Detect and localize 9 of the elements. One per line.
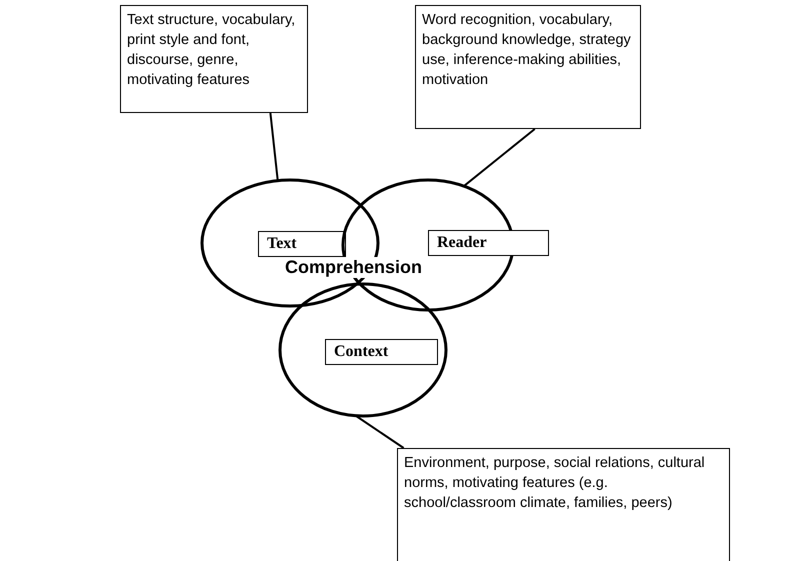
circle-label: Text [258,231,346,257]
description-box: Word recognition, vocabulary, background knowledge, strategy use, inference-making abilities, motivation [415,5,641,129]
leader-line [269,112,279,181]
leader-line [355,414,404,449]
description-box: Text structure, vocabulary, print style and font, discourse, genre, motivating features [120,5,308,113]
description-box: Environment, purpose, social relations, cultural norms, motivating features (e.g. school/classroom climate, families, peers) [397,448,730,561]
circle-label: Context [325,339,438,365]
circle-label: Reader [428,230,549,256]
leader-line [463,128,536,187]
